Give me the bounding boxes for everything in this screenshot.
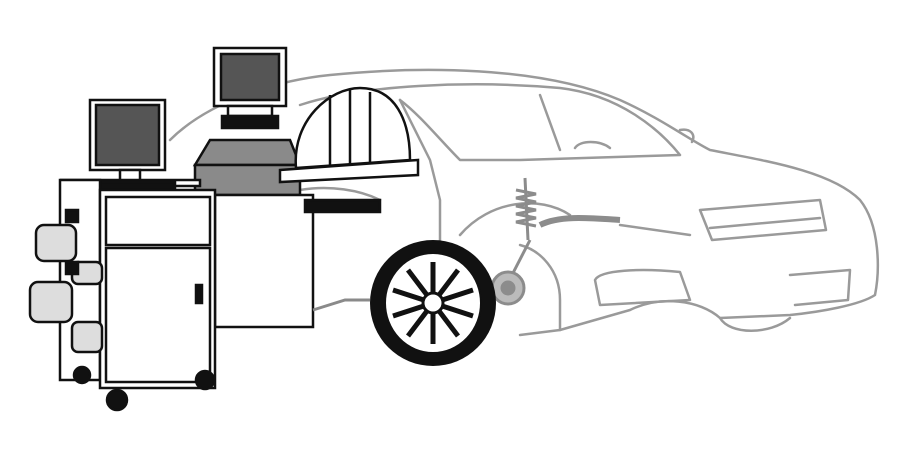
wheel-balancer-icon: [192, 46, 420, 329]
alignment-machine-icon: [28, 98, 217, 412]
suspension-strut-icon: [490, 177, 621, 306]
car-outline-icon: [168, 68, 879, 337]
tire-icon: [370, 240, 496, 366]
